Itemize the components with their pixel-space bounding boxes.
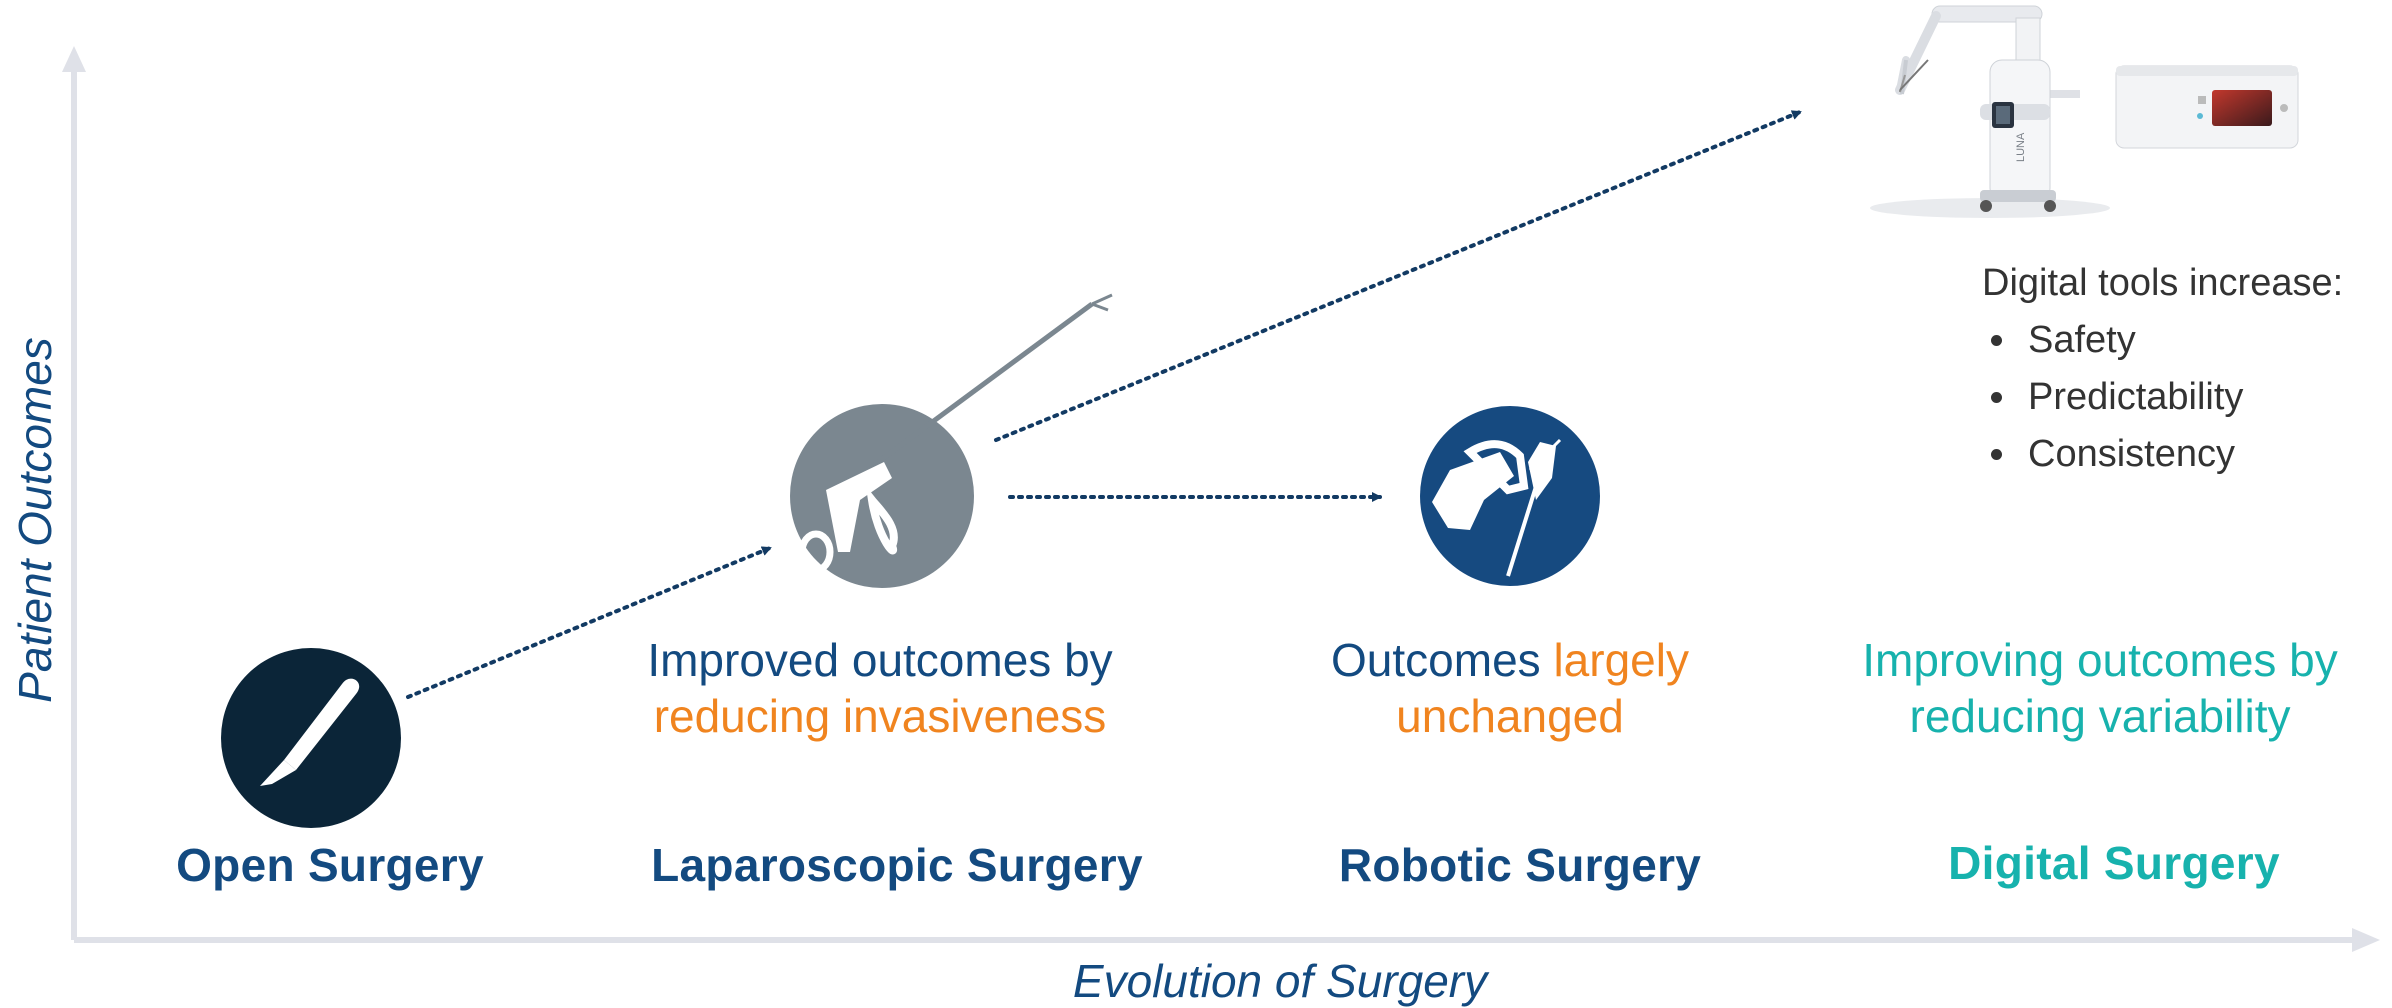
scalpel-icon — [221, 648, 401, 828]
digital-tools-item-consistency: Consistency — [2020, 426, 2343, 483]
digital-tools-box: Digital tools increase: Safety Predictab… — [1982, 255, 2343, 483]
digital-tools-list: Safety Predictability Consistency — [1982, 312, 2343, 483]
stage-title-robotic-surgery: Robotic Surgery — [1338, 839, 1702, 891]
robotic-caption-line1: Outcomes largely — [1331, 632, 1689, 688]
robotic-arm-icon — [1420, 406, 1600, 586]
digital-tools-heading: Digital tools increase: — [1982, 262, 2344, 304]
digital-caption-line1: Improving outcomes by — [1862, 634, 2338, 686]
laparoscopic-caption-highlight: reducing invasiveness — [653, 690, 1107, 742]
digital-tools-item-predictability: Predictability — [2020, 369, 2343, 426]
x-axis-label: Evolution of Surgery — [1072, 955, 1488, 1007]
laparoscopic-caption: Improved outcomes by reducing invasivene… — [647, 632, 1112, 744]
x-axis — [74, 928, 2380, 952]
digital-caption-line2: reducing variability — [1909, 690, 2291, 742]
robotic-caption-highlight: largely — [1553, 634, 1689, 686]
y-axis — [62, 46, 86, 940]
y-axis-label: Patient Outcomes — [9, 337, 61, 703]
arrow-laparoscopic-to-digital — [994, 110, 1802, 442]
stage-title-open-surgery: Open Surgery — [176, 839, 484, 891]
stage-title-digital-surgery: Digital Surgery — [1948, 837, 2280, 889]
robot-brand-text: LUNA — [2015, 132, 2027, 162]
laparoscopic-grasper-icon — [790, 293, 1113, 588]
robotic-caption-plain: Outcomes — [1331, 634, 1541, 686]
digital-caption: Improving outcomes by reducing variabili… — [1862, 632, 2338, 744]
digital-tools-item-safety: Safety — [2020, 312, 2343, 369]
robotic-caption: Outcomes largely unchanged — [1331, 632, 1689, 744]
digital-surgery-robot-image: LUNA — [1870, 5, 2299, 218]
robotic-caption-highlight-2: unchanged — [1396, 690, 1624, 742]
arrow-open-to-laparoscopic — [406, 546, 772, 699]
laparoscopic-caption-plain: Improved outcomes by — [647, 634, 1113, 686]
stage-title-laparoscopic-surgery: Laparoscopic Surgery — [651, 839, 1143, 891]
